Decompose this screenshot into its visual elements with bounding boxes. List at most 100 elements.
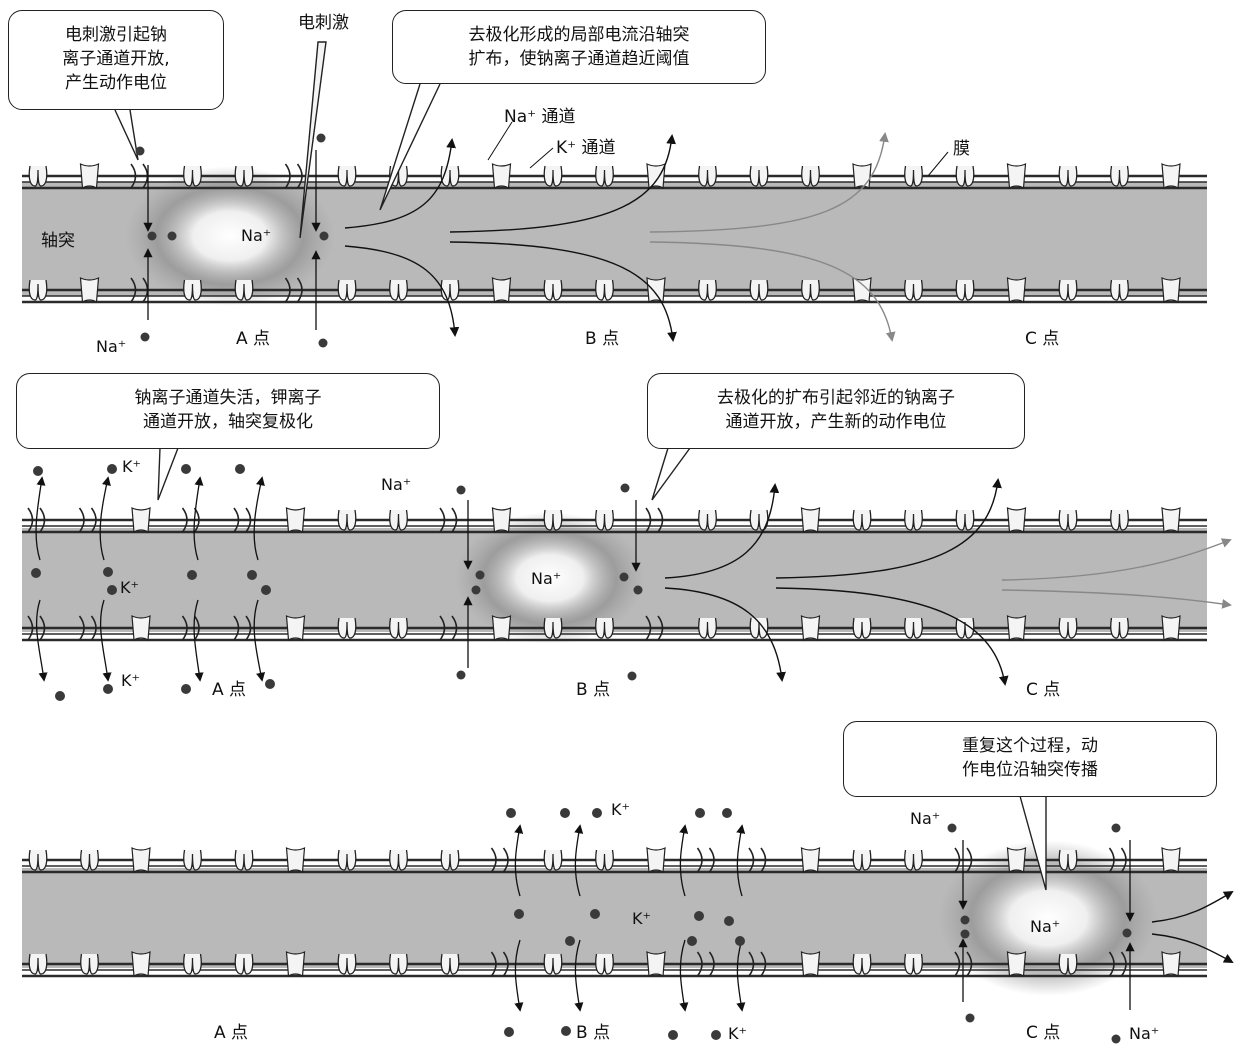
k-channel	[956, 280, 974, 300]
na-channel	[647, 164, 665, 188]
na-ion-label: Na⁺	[910, 809, 940, 828]
k-ion	[55, 691, 65, 701]
k-channel	[544, 850, 562, 870]
k-channel-pointer	[530, 148, 553, 168]
k-channel	[699, 510, 717, 530]
na-channel	[647, 952, 665, 976]
k-channel	[29, 850, 47, 870]
k-channel	[905, 850, 923, 870]
na-channel-pointer	[488, 122, 512, 160]
axon-label: 轴突	[41, 226, 75, 251]
callout-tail	[652, 448, 690, 500]
k-channel	[338, 618, 356, 638]
na-ion-label: Na⁺	[1129, 1024, 1159, 1043]
na-ion	[966, 1014, 975, 1023]
na-ion-label: Na⁺	[531, 569, 561, 588]
k-ion	[735, 936, 745, 946]
callout-stimulus: 电刺激引起钠 离子通道开放, 产生动作电位	[8, 10, 224, 110]
na-channel-label: Na⁺ 通道	[504, 102, 576, 127]
k-ion-label: K⁺	[611, 800, 630, 819]
k-channel	[235, 954, 253, 974]
k-channel	[441, 954, 459, 974]
k-channel	[853, 850, 871, 870]
k-ion-label: K⁺	[122, 457, 141, 476]
k-ion	[31, 568, 41, 578]
na-channel	[802, 848, 820, 872]
na-ion	[628, 672, 637, 681]
na-channel	[1162, 508, 1180, 532]
point-b-label: B 点	[585, 324, 619, 349]
k-ion	[235, 464, 245, 474]
panel-2	[22, 448, 1230, 701]
k-channel	[235, 850, 253, 870]
na-channel	[1162, 164, 1180, 188]
callout-new-action-potential: 去极化的扩布引起邻近的钠离子 通道开放，产生新的动作电位	[647, 373, 1025, 449]
k-channel	[699, 280, 717, 300]
k-channel	[905, 618, 923, 638]
k-ion	[590, 909, 600, 919]
point-c-label: C 点	[1025, 324, 1059, 349]
k-ion-label: K⁺	[120, 578, 139, 597]
k-channel	[750, 618, 768, 638]
point-c-label: C 点	[1026, 675, 1060, 700]
k-channel	[750, 280, 768, 300]
na-ion	[1112, 824, 1121, 833]
k-ion	[107, 464, 117, 474]
na-channel	[493, 278, 511, 302]
k-channel	[1059, 280, 1077, 300]
k-ion	[261, 585, 271, 595]
na-channel	[287, 848, 305, 872]
na-ion	[961, 916, 970, 925]
k-ion	[247, 570, 257, 580]
k-channel	[441, 850, 459, 870]
na-ion	[141, 333, 150, 342]
k-channel	[544, 280, 562, 300]
na-ion	[319, 339, 328, 348]
k-channel	[853, 510, 871, 530]
k-ion	[694, 911, 704, 921]
na-channel	[132, 508, 150, 532]
na-ion	[1112, 1035, 1121, 1044]
callout-local-current: 去极化形成的局部电流沿轴突 扩布，使钠离子通道趋近阈值	[392, 10, 766, 84]
k-channel	[1111, 280, 1129, 300]
k-channel	[338, 954, 356, 974]
na-channel	[1162, 278, 1180, 302]
na-channel	[802, 952, 820, 976]
k-ion	[695, 808, 705, 818]
k-channel	[802, 280, 820, 300]
na-ion	[472, 586, 481, 595]
k-channel	[338, 850, 356, 870]
na-ion	[148, 232, 157, 241]
na-channel	[1008, 952, 1026, 976]
na-channel	[647, 848, 665, 872]
callout-propagation: 重复这个过程，动 作电位沿轴突传播	[843, 721, 1217, 797]
callout-tail	[115, 110, 138, 160]
na-channel	[1162, 848, 1180, 872]
membrane-label: 膜	[953, 134, 970, 159]
k-ion	[103, 567, 113, 577]
k-ion-label: K⁺	[121, 671, 140, 690]
k-ion	[560, 808, 570, 818]
na-ion-label: Na⁺	[381, 475, 411, 494]
na-channel	[802, 616, 820, 640]
na-ion	[1123, 929, 1132, 938]
na-channel	[493, 616, 511, 640]
k-ion	[592, 808, 602, 818]
na-channel	[1008, 164, 1026, 188]
na-ion	[457, 671, 466, 680]
k-ion	[103, 684, 113, 694]
callout-tail	[158, 448, 178, 500]
na-ion	[457, 486, 466, 495]
na-ion	[320, 232, 329, 241]
k-channel	[441, 280, 459, 300]
k-channel	[390, 850, 408, 870]
k-channel	[390, 954, 408, 974]
k-channel	[596, 280, 614, 300]
na-ion-label: Na⁺	[96, 337, 126, 356]
point-a-label: A 点	[212, 675, 246, 700]
k-channel	[338, 510, 356, 530]
k-channel	[184, 954, 202, 974]
callout-repolarization: 钠离子通道失活，钾离子 通道开放，轴突复极化	[16, 373, 440, 449]
k-channel	[544, 954, 562, 974]
k-ion	[265, 679, 275, 689]
